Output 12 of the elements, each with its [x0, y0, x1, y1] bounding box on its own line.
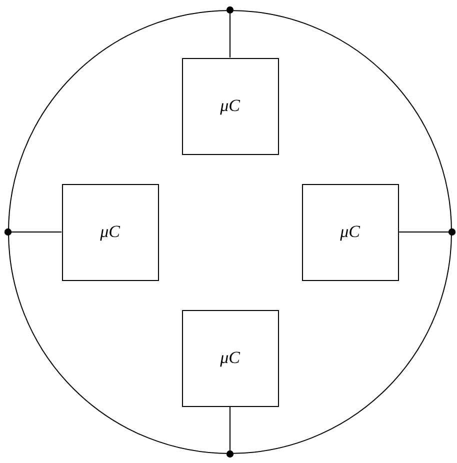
microcontroller-box: [182, 310, 278, 406]
microcontroller-box: [302, 184, 398, 280]
connector-line: [226, 6, 234, 58]
connector-line: [226, 406, 234, 458]
component-label: μC: [340, 222, 360, 242]
microcontroller-box: [62, 184, 158, 280]
connector-line: [398, 228, 456, 236]
component-label: μC: [100, 222, 120, 242]
component-label: μC: [220, 96, 240, 116]
connector-line: [4, 228, 62, 236]
microcontroller-box: [182, 58, 278, 154]
component-label: μC: [220, 348, 240, 368]
